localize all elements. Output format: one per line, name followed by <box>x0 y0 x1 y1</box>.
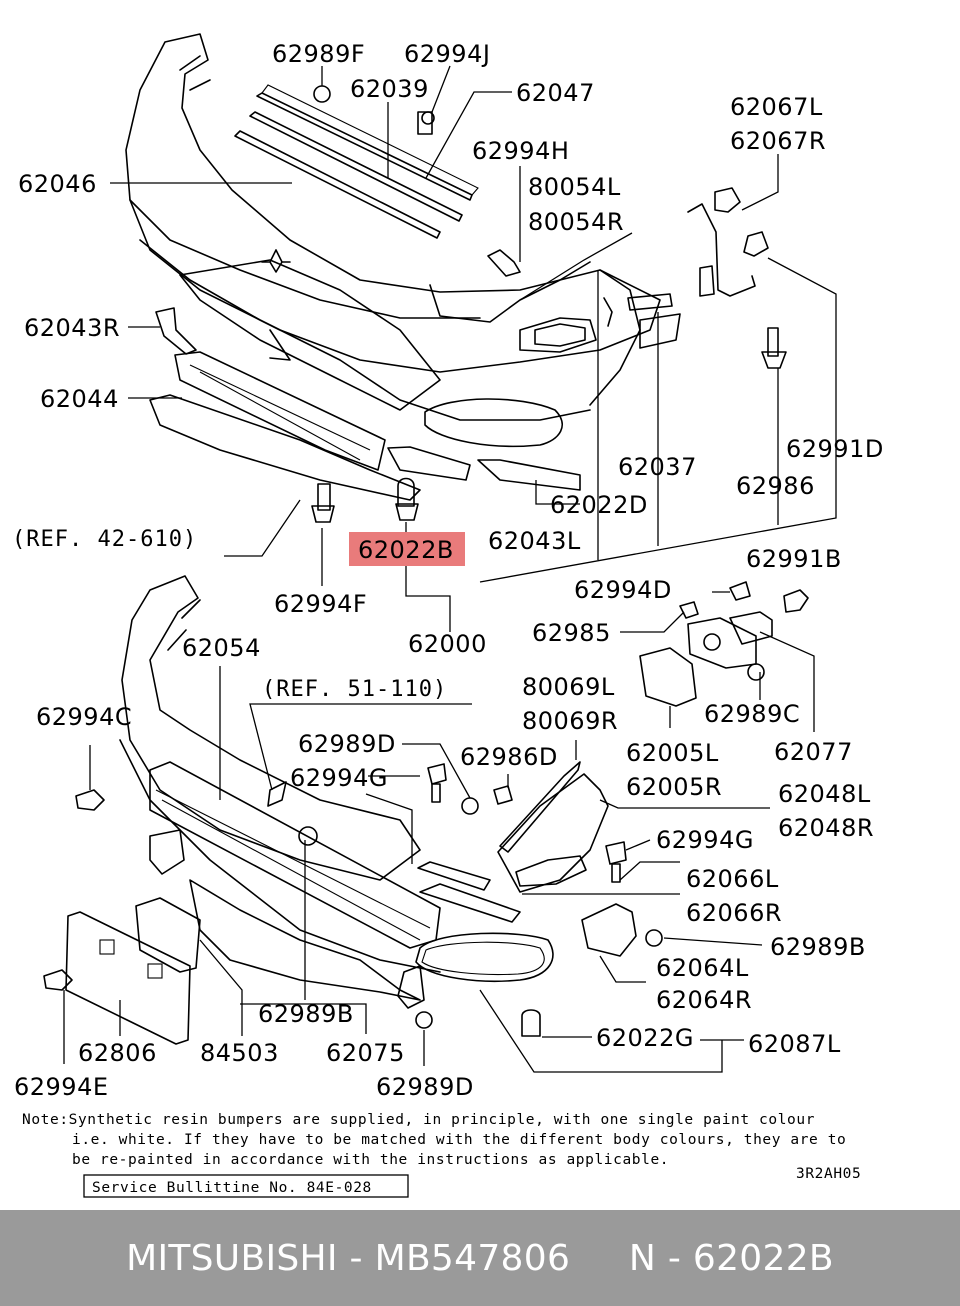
callout-62043L: 62043L <box>488 527 581 555</box>
service-bulletin: Service Bullittine No. 84E-028 <box>92 1180 372 1196</box>
leader-lines <box>63 65 837 1073</box>
callout-62994J: 62994J <box>404 40 490 68</box>
callout-62994C: 62994C <box>36 703 132 731</box>
callout-62989F: 62989F <box>272 40 365 68</box>
callout-62054: 62054 <box>182 634 261 662</box>
callout-62077: 62077 <box>774 738 853 766</box>
callout-62994H: 62994H <box>472 137 569 165</box>
callout-62064R: 62064R <box>656 986 752 1014</box>
callout-62067L: 62067L <box>730 93 823 121</box>
callout-84503: 84503 <box>200 1039 279 1067</box>
callout-62005R: 62005R <box>626 773 722 801</box>
callout-62994G-lower: 62994G <box>656 826 754 854</box>
note-line-1: Note:Synthetic resin bumpers are supplie… <box>22 1112 815 1128</box>
callout-62986D: 62986D <box>460 743 558 771</box>
note-block: Note:Synthetic resin bumpers are supplie… <box>22 1112 861 1198</box>
callout-62022B-highlighted: 62022B <box>358 536 454 564</box>
note-line-2: i.e. white. If they have to be matched w… <box>72 1132 846 1148</box>
callout-62989B-left: 62989B <box>258 1000 354 1028</box>
callout-62046: 62046 <box>18 170 97 198</box>
ref-42-610: (REF. 42-610) <box>12 527 197 552</box>
note-line-3: be re-painted in accordance with the ins… <box>72 1152 669 1168</box>
callout-62022G: 62022G <box>596 1024 694 1052</box>
callout-62087L: 62087L <box>748 1030 841 1058</box>
callout-62005L: 62005L <box>626 739 719 767</box>
figure-code: 3R2AH05 <box>796 1166 861 1182</box>
callout-62991D: 62991D <box>786 435 884 463</box>
grille-strips <box>234 84 479 239</box>
footer-bar: MITSUBISHI - MB547806 N - 62022B <box>0 1210 960 1306</box>
upper-fasteners <box>311 85 787 523</box>
rear-bumper-drawing <box>43 575 809 1045</box>
callout-62044: 62044 <box>40 385 119 413</box>
callout-62075: 62075 <box>326 1039 405 1067</box>
callout-62986: 62986 <box>736 472 815 500</box>
callout-80054L: 80054L <box>528 173 621 201</box>
callout-62048L: 62048L <box>778 780 871 808</box>
callout-62989B-right: 62989B <box>770 933 866 961</box>
callout-62066L: 62066L <box>686 865 779 893</box>
callout-62994F: 62994F <box>274 590 367 618</box>
callout-62039: 62039 <box>350 75 429 103</box>
callout-62067R: 62067R <box>730 127 826 155</box>
callout-62037: 62037 <box>618 453 697 481</box>
callout-80069L: 80069L <box>522 673 615 701</box>
callout-62000: 62000 <box>408 630 487 658</box>
lower-cover <box>149 293 681 501</box>
service-bulletin-box <box>83 1174 409 1198</box>
callout-62806: 62806 <box>78 1039 157 1067</box>
ref-51-110: (REF. 51-110) <box>262 677 447 702</box>
callout-labels: 62989F 62994J 62039 62047 62067L 62067R … <box>12 40 884 1101</box>
callout-62994D: 62994D <box>574 576 672 604</box>
footer-text: MITSUBISHI - MB547806 N - 62022B <box>126 1237 834 1279</box>
callout-62989C: 62989C <box>704 700 800 728</box>
callout-62989D-lower: 62989D <box>376 1073 474 1101</box>
callout-62047: 62047 <box>516 79 595 107</box>
callout-62043R: 62043R <box>24 314 120 342</box>
callout-80069R: 80069R <box>522 707 618 735</box>
callout-62985: 62985 <box>532 619 611 647</box>
callout-62064L: 62064L <box>656 954 749 982</box>
callout-62066R: 62066R <box>686 899 782 927</box>
parts-diagram: 62989F 62994J 62039 62047 62067L 62067R … <box>12 33 884 1198</box>
callout-62991B: 62991B <box>746 545 842 573</box>
callout-62048R: 62048R <box>778 814 874 842</box>
callout-62994E: 62994E <box>14 1073 109 1101</box>
callout-62022D: 62022D <box>550 491 648 519</box>
callout-62989D-upper: 62989D <box>298 730 396 758</box>
callout-62994G-upper: 62994G <box>290 764 388 792</box>
callout-80054R: 80054R <box>528 208 624 236</box>
highlight-box <box>349 532 465 566</box>
